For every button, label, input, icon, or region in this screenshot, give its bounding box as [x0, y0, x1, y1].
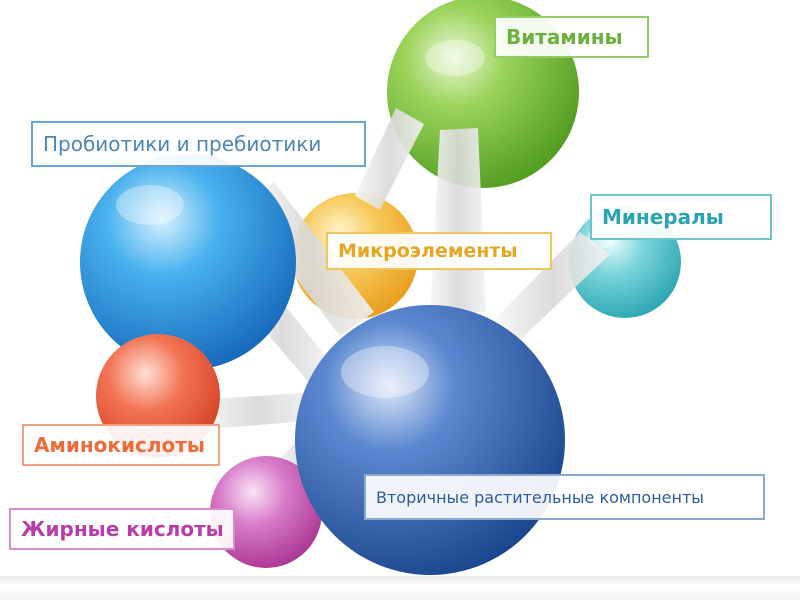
blue-sphere: [80, 154, 296, 370]
label-fatty-acids: Жирные кислоты: [9, 508, 235, 550]
label-microelements: Микроэлементы: [326, 232, 552, 270]
label-probiotics: Пробиотики и пребиотики: [31, 121, 366, 167]
label-vitamins: Витамины: [494, 16, 649, 58]
label-secondary-components: Вторичные растительные компоненты: [364, 474, 765, 520]
label-aminoacids: Аминокислоты: [22, 424, 220, 466]
magenta-sphere: [210, 456, 322, 568]
sphere-highlights: [116, 40, 619, 398]
navy-sphere: [295, 305, 565, 575]
bottom-shadow: [0, 576, 800, 600]
label-minerals: Минералы: [590, 194, 772, 240]
